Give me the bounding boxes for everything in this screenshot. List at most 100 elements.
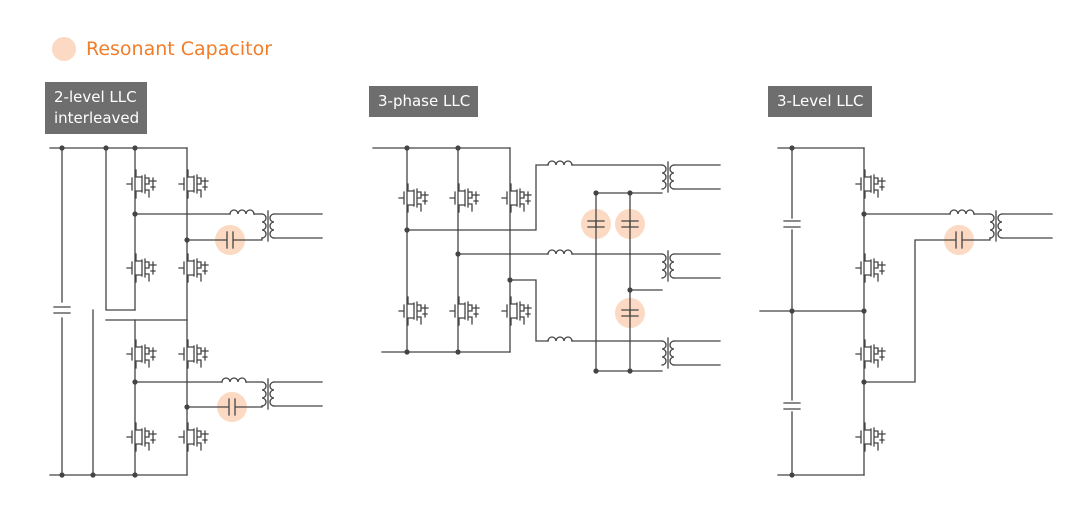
- junction-dot: [789, 472, 795, 478]
- junction-dot: [507, 277, 513, 283]
- capacitor: [955, 231, 963, 249]
- mosfet: [178, 169, 209, 199]
- junction-dot: [593, 368, 599, 374]
- transformer: [661, 337, 675, 369]
- wire: [406, 164, 549, 231]
- transformer-secondary: [669, 164, 675, 190]
- capacitor: [226, 231, 234, 249]
- mosfet-symbol: [855, 339, 886, 369]
- mosfet-symbol: [449, 183, 480, 213]
- wire: [962, 237, 991, 241]
- mosfet-symbol: [449, 296, 480, 326]
- junction-dot: [184, 404, 190, 410]
- transformer-primary: [989, 213, 995, 239]
- mosfet: [178, 339, 209, 369]
- transformer-secondary: [669, 253, 675, 279]
- mosfet: [126, 422, 157, 452]
- mosfet: [126, 339, 157, 369]
- wire: [863, 239, 956, 383]
- mosfet: [178, 422, 209, 452]
- wire: [509, 279, 549, 342]
- junction-dot: [789, 145, 795, 151]
- mosfet: [449, 183, 480, 213]
- wire: [105, 147, 136, 311]
- topology-label-3-level-llc: 3-Level LLC: [768, 86, 872, 117]
- resonant-capacitor-highlight: [217, 392, 247, 422]
- junction-dot: [132, 211, 138, 217]
- circuit-components: [53, 160, 1003, 452]
- mosfet-symbol: [126, 253, 157, 283]
- mosfet-symbol: [178, 422, 209, 452]
- mosfet-symbol: [178, 169, 209, 199]
- transformer-secondary: [669, 340, 675, 366]
- junction-dot: [627, 287, 633, 293]
- inductor: [229, 209, 255, 215]
- junction-dot: [627, 368, 633, 374]
- junction-dot: [404, 145, 410, 151]
- junction-dot: [789, 308, 795, 314]
- junction-dot: [59, 472, 65, 478]
- junction-dot: [132, 379, 138, 385]
- mosfet: [501, 183, 532, 213]
- transformer-primary: [661, 164, 667, 190]
- inductor: [547, 160, 573, 166]
- mosfet-symbol: [398, 183, 429, 213]
- transformer-secondary: [997, 213, 1003, 239]
- transformer: [989, 210, 1003, 242]
- mosfet-symbol: [501, 183, 532, 213]
- transformer: [661, 250, 675, 282]
- mosfet-symbol: [178, 339, 209, 369]
- junction-dot: [861, 379, 867, 385]
- mosfet: [855, 339, 886, 369]
- junction-dot: [404, 349, 410, 355]
- transformer-primary: [661, 340, 667, 366]
- junction-dot: [593, 190, 599, 196]
- wire: [105, 319, 188, 476]
- junction-dot: [861, 308, 867, 314]
- capacitor: [228, 398, 236, 416]
- mosfet: [855, 253, 886, 283]
- inductor: [221, 377, 247, 383]
- transformer: [261, 210, 275, 242]
- mosfet-symbol: [501, 296, 532, 326]
- mosfet-symbol: [126, 422, 157, 452]
- junction-dot: [404, 227, 410, 233]
- wire: [233, 237, 263, 241]
- junction-dot: [455, 251, 461, 257]
- transformer: [261, 378, 275, 410]
- capacitor: [53, 306, 71, 314]
- mosfet: [449, 296, 480, 326]
- inductor: [547, 249, 573, 255]
- mosfet-symbol: [855, 169, 886, 199]
- circuit-wiring: [49, 145, 1053, 478]
- junction-dot: [132, 145, 138, 151]
- resonant-capacitor-highlight: [215, 225, 245, 255]
- topology-label-2-level-llc: 2-level LLC interleaved: [45, 82, 148, 134]
- mosfet: [126, 253, 157, 283]
- mosfet: [855, 422, 886, 452]
- resonant-capacitor-highlights: [215, 209, 974, 422]
- mosfet-symbol: [855, 253, 886, 283]
- junction-dot: [861, 211, 867, 217]
- capacitor: [783, 402, 801, 410]
- resonant-capacitor-swatch: [52, 37, 76, 61]
- mosfet: [178, 253, 209, 283]
- mosfet: [398, 183, 429, 213]
- transformer-primary: [261, 213, 267, 239]
- transformer-primary: [261, 381, 267, 407]
- transformer-primary: [661, 253, 667, 279]
- junction-dot: [90, 472, 96, 478]
- junction-dot: [132, 472, 138, 478]
- transformer: [661, 161, 675, 193]
- mosfet-symbol: [855, 422, 886, 452]
- transformer-secondary: [269, 213, 275, 239]
- inductor: [949, 209, 975, 215]
- capacitor: [783, 220, 801, 228]
- mosfet: [855, 169, 886, 199]
- mosfet: [398, 296, 429, 326]
- mosfet-symbol: [126, 339, 157, 369]
- topology-label-3-phase-llc: 3-phase LLC: [369, 86, 479, 117]
- inductor: [547, 336, 573, 342]
- transformer-secondary: [269, 381, 275, 407]
